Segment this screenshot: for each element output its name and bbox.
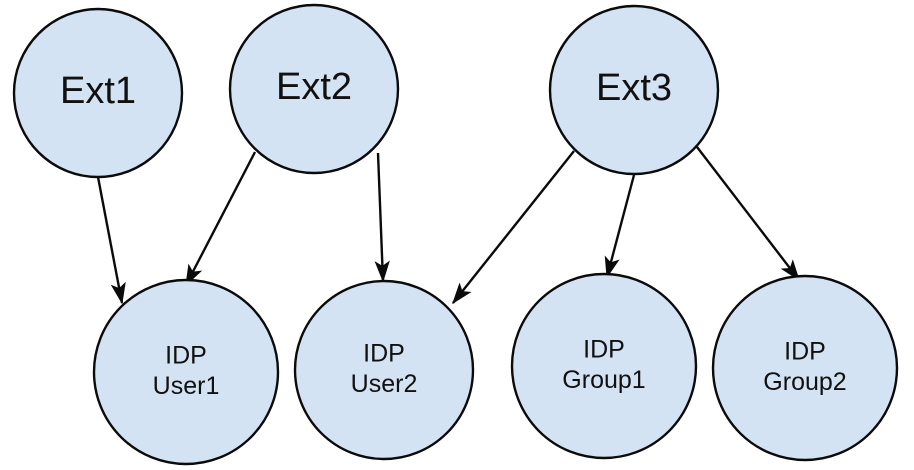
ext2-node-label-line-0: Ext2 xyxy=(276,66,352,108)
ext2-node-shape xyxy=(228,3,400,175)
idp-user1-node-label-line-1: User1 xyxy=(153,372,220,400)
edge-ext2-to-idp-user2-line xyxy=(374,152,390,283)
edge-ext3-to-idp-group1-line xyxy=(604,174,636,279)
edge-ext2-to-idp-user1-line xyxy=(184,151,257,287)
idp-group2-node-label-line-0: IDP xyxy=(784,337,826,365)
idp-user1-node-shape xyxy=(92,278,280,466)
idp-user1-node[interactable]: IDP User1 xyxy=(92,278,280,466)
idp-group2-node[interactable]: IDP Group2 xyxy=(711,274,899,462)
ext3-node[interactable]: Ext3 xyxy=(548,4,720,176)
edge-ext3-to-idp-group2-line xyxy=(696,146,800,282)
edge-ext2-to-idp-user2[interactable]: Ext2 to IDP User2 xyxy=(374,152,390,283)
ext1-node[interactable]: Ext1 xyxy=(12,7,184,179)
edge-ext3-to-idp-user2-line xyxy=(452,150,575,305)
idp-group1-node-label-line-0: IDP xyxy=(583,335,625,363)
idp-user2-node-shape xyxy=(293,279,475,461)
edges-layer: Ext1 to IDP User1 Ext2 to IDP User1 Ext2 t… xyxy=(96,146,800,305)
idp-user2-node[interactable]: IDP User2 xyxy=(293,279,475,461)
ext2-node[interactable]: Ext2 xyxy=(228,3,400,175)
ext1-node-label-line-0: Ext1 xyxy=(60,70,136,112)
ext1-node-shape xyxy=(12,7,184,179)
idp-user1-node-label-line-0: IDP xyxy=(165,341,207,369)
edge-ext3-to-idp-user2[interactable]: Ext3 to IDP User2 xyxy=(452,150,575,305)
ext3-node-shape xyxy=(548,4,720,176)
idp-user2-node-label-line-1: User2 xyxy=(351,370,418,398)
idp-group1-node-shape xyxy=(510,272,698,460)
idp-group1-node-label-line-1: Group1 xyxy=(562,366,645,394)
idp-group1-node[interactable]: IDP Group1 xyxy=(510,272,698,460)
edge-ext1-to-idp-user1-line xyxy=(96,176,126,305)
idp-user2-node-label-line-0: IDP xyxy=(363,339,405,367)
edge-ext3-to-idp-group2[interactable]: Ext3 to IDP Group2 xyxy=(696,146,800,282)
idp-group2-node-label-line-1: Group2 xyxy=(763,368,846,396)
idp-group2-node-shape xyxy=(711,274,899,462)
edge-ext2-to-idp-user1[interactable]: Ext2 to IDP User1 xyxy=(184,151,257,287)
edge-ext3-to-idp-group1[interactable]: Ext3 to IDP Group1 xyxy=(604,174,636,279)
ext3-node-label-line-0: Ext3 xyxy=(596,67,672,109)
edge-ext1-to-idp-user1[interactable]: Ext1 to IDP User1 xyxy=(96,176,126,305)
